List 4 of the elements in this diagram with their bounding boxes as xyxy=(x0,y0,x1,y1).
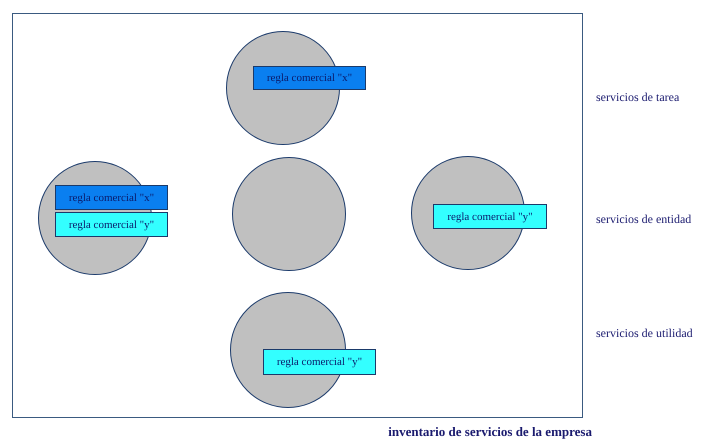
frame-caption: inventario de servicios de la empresa xyxy=(388,424,592,439)
service-layer-label: servicios de entidad xyxy=(596,212,692,227)
service-layer-label: servicios de tarea xyxy=(596,90,680,105)
service-layer-label: servicios de utilidad xyxy=(596,326,693,341)
